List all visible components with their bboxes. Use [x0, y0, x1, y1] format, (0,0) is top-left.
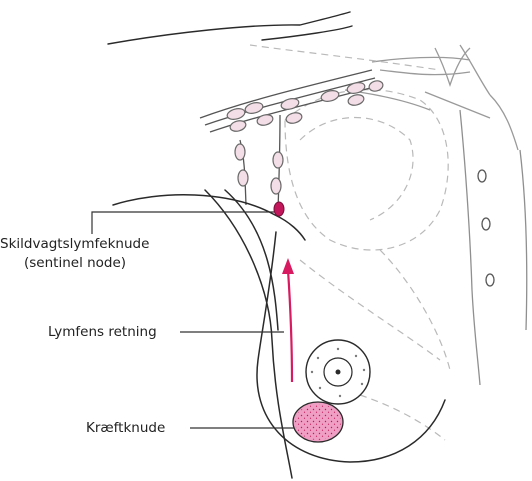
- arrow-up-icon: [282, 258, 294, 382]
- tumor-label: Kræftknude: [86, 420, 165, 437]
- rib-holes: [478, 170, 494, 286]
- red-node-icon: [274, 202, 284, 216]
- chest-wall: [460, 110, 527, 385]
- areola: [306, 340, 370, 404]
- sentinel-node-label: Skildvagtslymfeknude: [0, 236, 149, 253]
- shoulder-outline: [108, 12, 352, 44]
- tumor-icon: [293, 402, 343, 442]
- lymph-direction-label: Lymfens retning: [48, 324, 157, 341]
- sentinel-node-sublabel: (sentinel node): [24, 255, 126, 272]
